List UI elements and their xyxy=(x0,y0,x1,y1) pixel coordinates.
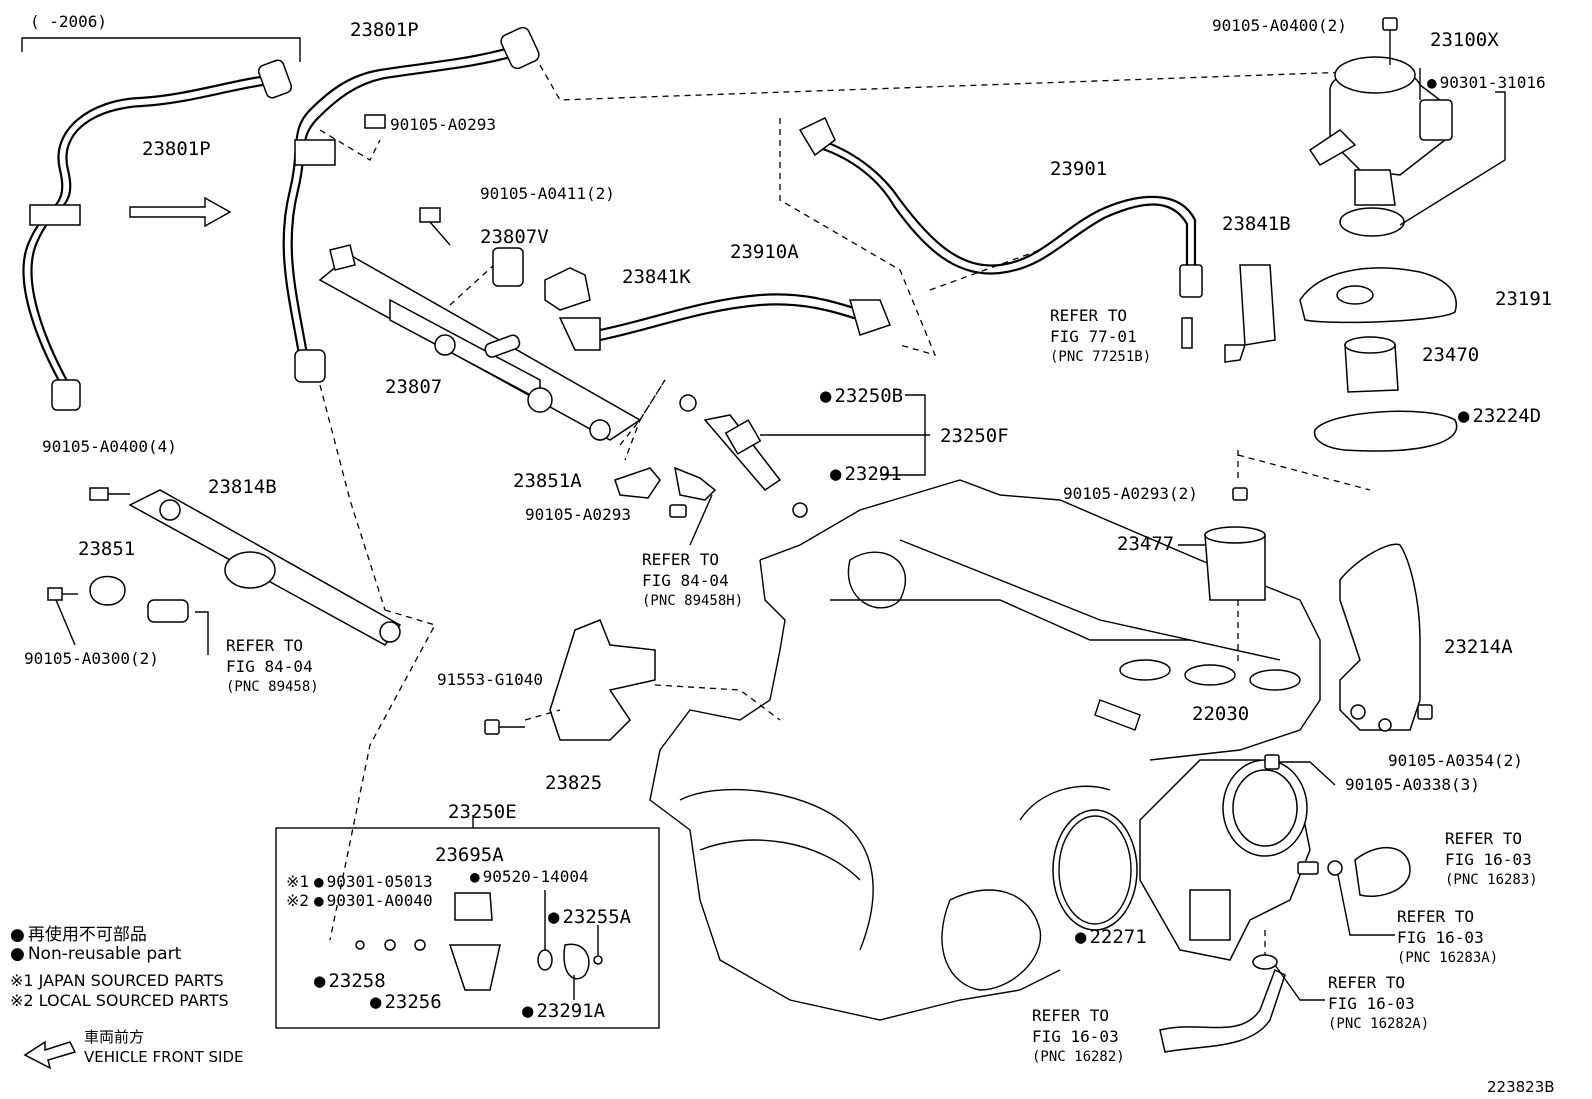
fuel-pump-23100x xyxy=(1308,56,1453,237)
refer-fig: FIG 16-03 xyxy=(1397,928,1484,947)
label-23910a: 23910A xyxy=(730,241,799,263)
label-23814b: 23814B xyxy=(208,476,277,498)
label-23807v: 23807V xyxy=(480,226,549,248)
label-23841k: 23841K xyxy=(622,266,691,288)
label-90105-a0293-mid: 90105-A0293 xyxy=(525,505,631,524)
label-23214a: 23214A xyxy=(1444,636,1513,658)
label-90301-a0040: 90301-A0040 xyxy=(314,893,433,909)
label-23477: 23477 xyxy=(1117,533,1175,555)
fuel-rail-23814b xyxy=(128,489,402,646)
label-90105-a0293-top: 90105-A0293 xyxy=(390,115,496,134)
label-90105-a0338: 90105-A0338(3) xyxy=(1345,775,1480,794)
label-23695a: 23695A xyxy=(435,844,504,866)
refer-fig: FIG 84-04 xyxy=(642,571,729,590)
legend-nonreusable-jp: 再使用不可部品 xyxy=(10,920,147,945)
refer-fig: FIG 16-03 xyxy=(1032,1027,1119,1046)
refer-text: REFER TO xyxy=(1050,306,1128,325)
refer-text: REFER TO xyxy=(642,550,720,569)
label-23807: 23807 xyxy=(385,376,443,398)
refer-pnc: (PNC 77251B) xyxy=(1050,349,1152,365)
label-23801p-left: 23801P xyxy=(142,138,211,160)
refer-pnc: (PNC 16283A) xyxy=(1397,950,1499,966)
fuel-rail-23807 xyxy=(318,244,642,441)
front-side-jp: 車両前方 xyxy=(84,1028,145,1046)
label-23291: 23291 xyxy=(830,465,901,484)
year-range: ( -2006) xyxy=(30,12,108,31)
label-mark1: ※1 xyxy=(286,872,310,891)
label-90105-a0293-2: 90105-A0293(2) xyxy=(1063,484,1198,503)
refer-fig: FIG 16-03 xyxy=(1445,850,1532,869)
refer-text: REFER TO xyxy=(1328,973,1406,992)
label-23851: 23851 xyxy=(78,538,136,560)
refer-note-16-03-d: REFER TO FIG 16-03 (PNC 16282) xyxy=(1032,1005,1125,1068)
refer-pnc: (PNC 89458) xyxy=(226,679,319,695)
diagram-id: 223823B xyxy=(1487,1078,1555,1096)
engine-block xyxy=(649,479,1321,1021)
label-23250f: 23250F xyxy=(940,425,1009,447)
label-23250b: 23250B xyxy=(820,387,903,406)
label-23470: 23470 xyxy=(1422,344,1480,366)
refer-fig: FIG 16-03 xyxy=(1328,994,1415,1013)
label-91553-g1040: 91553-G1040 xyxy=(437,670,543,689)
label-mark2: ※2 xyxy=(286,891,310,910)
front-side-en: VEHICLE FRONT SIDE xyxy=(84,1048,244,1066)
refer-note-16-03-a: REFER TO FIG 16-03 (PNC 16283) xyxy=(1445,828,1538,891)
legend-local-sourced: ※2 LOCAL SOURCED PARTS xyxy=(10,991,229,1010)
legend-nonreusable-en: Non-reusable part xyxy=(10,944,181,964)
refer-text: REFER TO xyxy=(1397,907,1475,926)
refer-fig: FIG 77-01 xyxy=(1050,327,1137,346)
refer-note-84-04: REFER TO FIG 84-04 (PNC 89458) xyxy=(226,635,319,698)
label-23255a: 23255A xyxy=(548,908,631,927)
fuel-pipe-23801p-left xyxy=(22,59,293,411)
refer-text: REFER TO xyxy=(1032,1006,1110,1025)
refer-pnc: (PNC 89458H) xyxy=(642,593,744,609)
label-23256: 23256 xyxy=(370,993,441,1012)
label-23250e: 23250E xyxy=(448,801,517,823)
label-23191: 23191 xyxy=(1495,288,1553,310)
label-90520-14004: 90520-14004 xyxy=(470,869,589,885)
label-22030: 22030 xyxy=(1192,703,1250,725)
refer-text: REFER TO xyxy=(226,636,304,655)
label-23851a: 23851A xyxy=(513,470,582,492)
refer-pnc: (PNC 16282) xyxy=(1032,1049,1125,1065)
label-23291a: 23291A xyxy=(522,1002,605,1021)
label-23258: 23258 xyxy=(314,972,385,991)
label-23224d: 23224D xyxy=(1458,407,1541,426)
refer-note-84-04-h: REFER TO FIG 84-04 (PNC 89458H) xyxy=(642,549,743,612)
refer-fig: FIG 84-04 xyxy=(226,657,313,676)
throttle-body-22030 xyxy=(1139,759,1319,961)
legend-japan-sourced: ※1 JAPAN SOURCED PARTS xyxy=(10,971,224,990)
label-90105-a0400-4: 90105-A0400(4) xyxy=(42,437,177,456)
refer-note-16-03-c: REFER TO FIG 16-03 (PNC 16282A) xyxy=(1328,972,1429,1035)
refer-pnc: (PNC 16283) xyxy=(1445,872,1538,888)
refer-note-16-03-b: REFER TO FIG 16-03 (PNC 16283A) xyxy=(1397,906,1498,969)
label-90105-a0354: 90105-A0354(2) xyxy=(1388,751,1523,770)
label-23825: 23825 xyxy=(545,772,603,794)
label-23901: 23901 xyxy=(1050,158,1108,180)
label-90105-a0411: 90105-A0411(2) xyxy=(480,184,615,203)
label-90105-a0300: 90105-A0300(2) xyxy=(24,649,159,668)
label-23801p-right: 23801P xyxy=(350,19,419,41)
label-90301-31016: 90301-31016 xyxy=(1427,75,1546,91)
refer-text: REFER TO xyxy=(1445,829,1523,848)
vehicle-front-side: 車両前方 VEHICLE FRONT SIDE xyxy=(84,1027,244,1067)
fuel-pipe-23801p-right xyxy=(282,26,540,383)
label-23100x: 23100X xyxy=(1430,29,1499,51)
fuel-pipe-23901 xyxy=(798,116,1203,298)
label-90301-05013: 90301-05013 xyxy=(314,874,433,890)
refer-note-77-01: REFER TO FIG 77-01 (PNC 77251B) xyxy=(1050,305,1151,368)
label-90105-a0400-2: 90105-A0400(2) xyxy=(1212,16,1347,35)
refer-pnc: (PNC 16282A) xyxy=(1328,1016,1430,1032)
label-22271: 22271 xyxy=(1075,928,1146,947)
label-23841b: 23841B xyxy=(1222,213,1291,235)
